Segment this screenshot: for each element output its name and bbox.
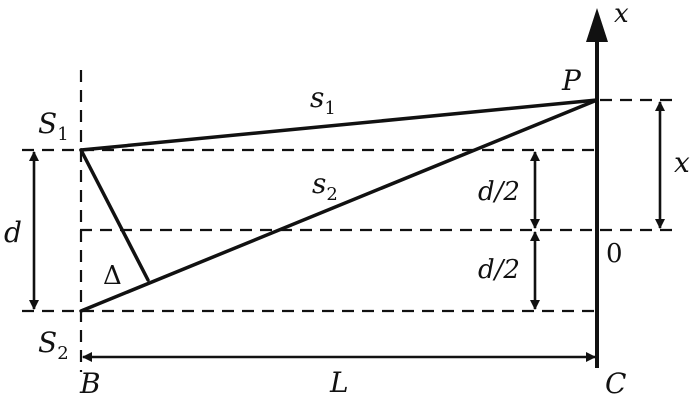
path-s2-line: [79, 98, 599, 313]
point-c-label: C: [605, 367, 626, 400]
perpendicular-line: [79, 148, 150, 282]
origin-label: 0: [606, 239, 623, 269]
x-axis-label: x: [614, 0, 629, 29]
source-2-label: S2: [38, 326, 69, 364]
half-separation-upper-label: d/2: [478, 177, 520, 207]
distance-l-label: L: [329, 366, 349, 399]
delta-label: Δ: [103, 261, 122, 291]
separation-label: d: [4, 216, 22, 249]
path-2-label: s2: [312, 167, 338, 205]
path-s1-line: [79, 98, 599, 152]
point-p-label: P: [561, 64, 582, 97]
path-1-label: s1: [310, 81, 336, 119]
dashed-guides: [22, 70, 672, 372]
half-separation-lower-label: d/2: [478, 255, 520, 285]
offset-x-label: x: [674, 146, 690, 179]
point-b-label: B: [79, 367, 101, 400]
source-1-label: S1: [38, 107, 69, 145]
x-axis-arrowhead: [586, 8, 608, 42]
